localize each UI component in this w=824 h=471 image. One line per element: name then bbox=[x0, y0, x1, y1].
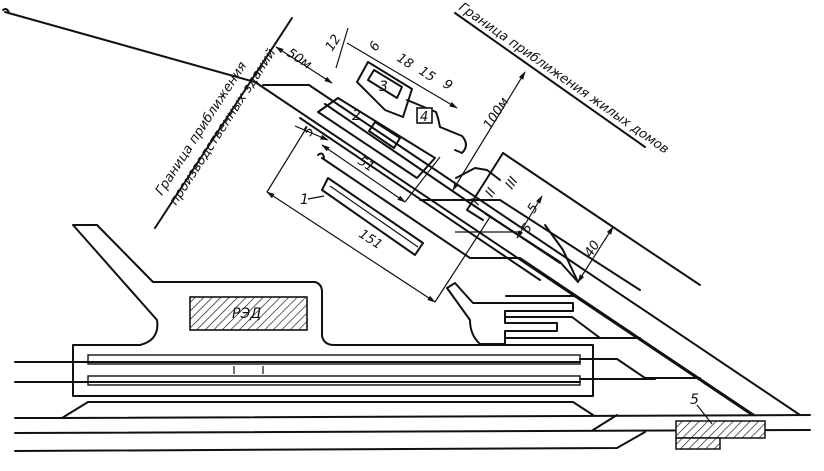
dim-5-right-b: 5 bbox=[519, 221, 536, 236]
building-4 bbox=[416, 107, 433, 124]
dim-5-left: 5 bbox=[301, 124, 318, 139]
label-4: 4 bbox=[420, 110, 428, 125]
red-label: РЭД bbox=[232, 306, 261, 322]
right-yard-paved-area bbox=[446, 282, 574, 345]
diagonal-tracks bbox=[2, 8, 801, 416]
platform-gap bbox=[234, 366, 263, 374]
dim-5-right-a: 5 bbox=[525, 201, 542, 216]
industrial-boundary-label-2: производственных зданий bbox=[167, 46, 279, 208]
residential-boundary-line bbox=[454, 12, 646, 148]
dim-15: 15 bbox=[416, 64, 438, 86]
dimension-lines bbox=[266, 27, 614, 303]
label-5: 5 bbox=[690, 392, 699, 408]
dim-18: 18 bbox=[394, 51, 416, 73]
track-label-I: I bbox=[469, 197, 484, 209]
label-5-leader bbox=[696, 404, 713, 425]
label-2: 2 bbox=[352, 108, 361, 124]
dim-9: 9 bbox=[440, 77, 455, 94]
label-1: 1 bbox=[300, 192, 309, 208]
industrial-boundary-label-1: Граница приближения bbox=[153, 59, 251, 198]
red-building bbox=[189, 296, 308, 331]
building-5-annex bbox=[675, 437, 721, 450]
building-3 bbox=[367, 69, 403, 99]
label-3: 3 bbox=[379, 79, 388, 95]
right-yard-tracks bbox=[505, 295, 641, 339]
label-1-leader bbox=[307, 195, 325, 200]
residential-boundary-label: Граница приближения жилых домов bbox=[456, 0, 672, 157]
track-label-III: III bbox=[503, 174, 522, 192]
horizontal-tracks bbox=[14, 358, 811, 452]
track-slot-2 bbox=[87, 375, 581, 386]
industrial-boundary-line bbox=[154, 17, 293, 229]
dim-100m: 100м bbox=[481, 95, 513, 132]
building-5 bbox=[675, 420, 766, 439]
building-2 bbox=[317, 97, 436, 179]
dim-40: 40 bbox=[582, 238, 604, 260]
track-label-II: II bbox=[483, 185, 500, 200]
building-3-area bbox=[356, 61, 413, 118]
dim-6: 6 bbox=[367, 39, 384, 54]
